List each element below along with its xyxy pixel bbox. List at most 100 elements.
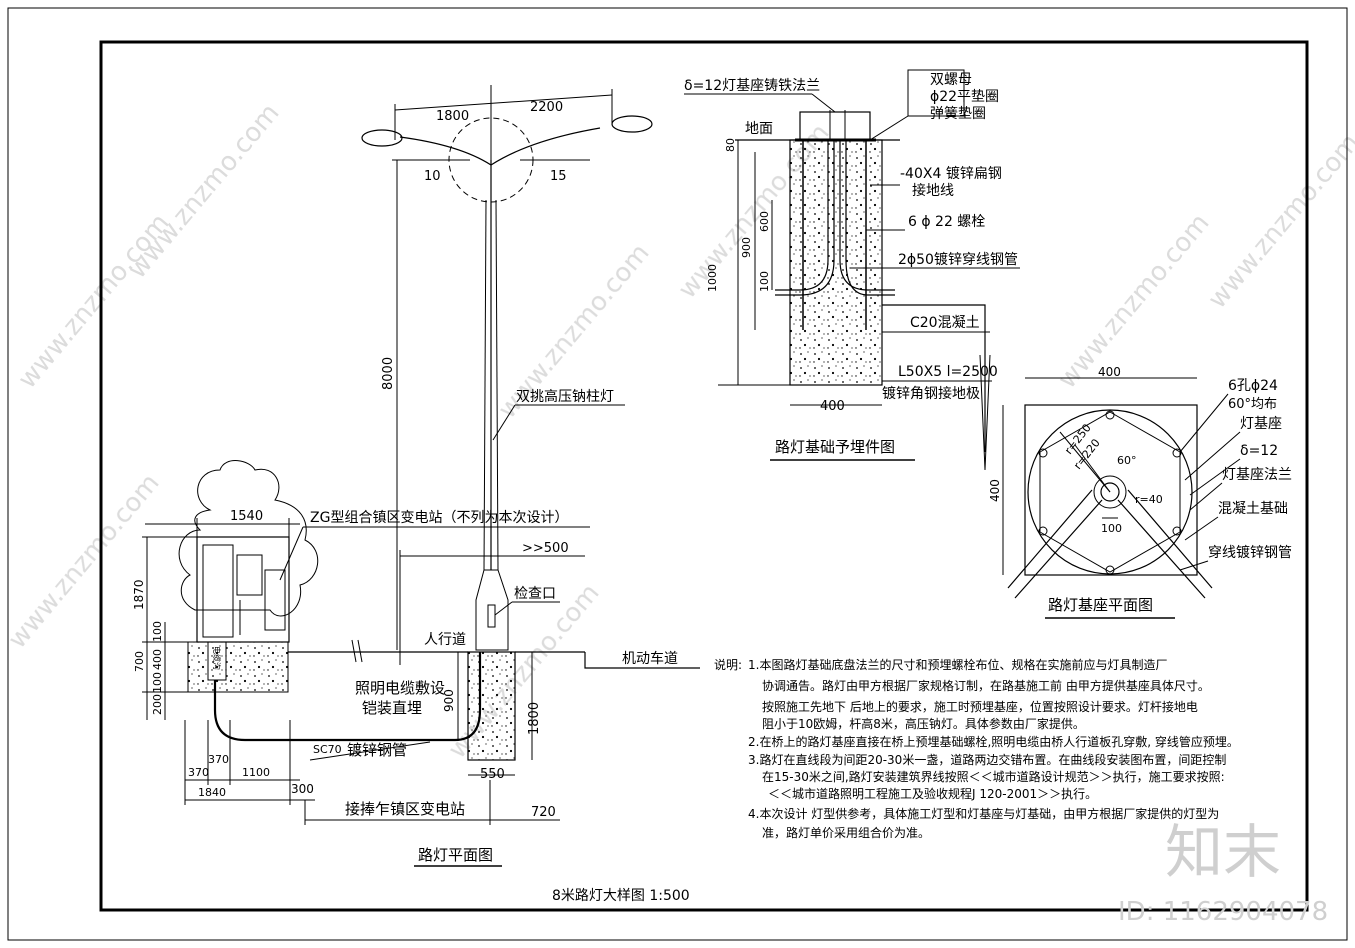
dim-400: 400: [820, 399, 845, 414]
left-dim-200: 200: [151, 694, 164, 715]
pipe-plan-label: 穿线镀锌钢管: [1208, 544, 1292, 561]
cable-label-2: 铠装直埋: [362, 699, 422, 717]
bolts-label: 6 ϕ 22 螺栓: [908, 214, 985, 230]
left-dim-700: 700: [133, 651, 146, 672]
note-line-2: 协调通告。路灯由甲方根据厂家规格订制，在路基施工前 由甲方提供基座具体尺寸。: [762, 678, 1210, 693]
lamp-base-label: 灯基座: [1240, 415, 1282, 432]
base-height: 400: [988, 479, 1002, 502]
note-line-4: 阻小于10欧姆，杆高8米，高压钠灯。具体参数由厂家提供。: [762, 716, 1085, 731]
note-line-1: 1.本图路灯基础底盘法兰的尺寸和预埋螺栓布位、规格在实施前应与灯具制造厂: [748, 657, 1167, 672]
note-line-5: 2.在桥上的路灯基座直接在桥上预埋基础螺栓,照明电缆由桥人行道板孔穿敷, 穿线管…: [748, 734, 1239, 749]
bottom-dim-1100: 1100: [242, 766, 270, 779]
angle-60: 60°: [1117, 454, 1137, 467]
dim-100-plan: 100: [1101, 522, 1122, 535]
concrete-label: C20混凝土: [910, 315, 980, 331]
pole-elevation: 1800 2200 10 15 8000 双挑高压钠柱灯 1540 ZG型组合镇…: [132, 85, 700, 867]
bottom-dim-720: 720: [531, 805, 556, 820]
base-plan-title: 路灯基座平面图: [1048, 596, 1153, 614]
dim-left-arm: 1800: [436, 109, 469, 124]
nut-3: 弹簧垫圈: [930, 106, 986, 122]
holes-label-1: 6孔ϕ24: [1228, 378, 1278, 394]
flat-steel-label: -40X4 镀锌扁钢: [900, 165, 1002, 182]
pipe-label: 2ϕ50镀锌穿线钢管: [898, 251, 1018, 268]
base-plan: 400 400 r=250 r=220 60° r=40 100 6孔ϕ24 6…: [988, 365, 1292, 619]
motor-lane-label: 机动车道: [622, 650, 678, 667]
ground-wire-label: 接地线: [912, 182, 954, 199]
cable-route: [213, 652, 482, 742]
foundation-section-title: 路灯基础予埋件图: [775, 438, 895, 456]
watermark-site: www.znzmo.com: [122, 98, 285, 284]
watermark-site: www.znzmo.com: [1052, 208, 1215, 394]
dim-900: 900: [740, 237, 753, 258]
flange-label: δ=12灯基座铸铁法兰: [684, 77, 820, 94]
angle-steel-label: L50X5 l=2500: [898, 364, 998, 380]
substation-foundation: [187, 641, 289, 693]
delta-label: δ=12: [1240, 443, 1278, 459]
holes-label-2: 60°均布: [1228, 397, 1277, 412]
pole-foundation: [467, 651, 516, 761]
cable-trench: [207, 641, 227, 681]
brand-watermark: 知末: [1165, 818, 1281, 886]
dim-100: 100: [758, 271, 771, 292]
dim-1000: 1000: [706, 264, 719, 292]
pole-height: 8000: [381, 357, 396, 390]
conduit-pipe: [775, 140, 829, 291]
note-line-9: 4.本次设计 灯型供参考，具体施工灯型和灯基座与灯基础，由甲方根据厂家提供的灯型…: [748, 806, 1219, 821]
nut-1: 双螺母: [930, 72, 972, 88]
substation-width: 1540: [230, 509, 263, 524]
depth-900: 900: [442, 689, 456, 712]
dim-600: 600: [758, 211, 771, 232]
lamp-label: 双挑高压钠柱灯: [516, 388, 614, 405]
cable-label-1: 照明电缆敷设: [355, 679, 445, 697]
r40: r=40: [1135, 493, 1163, 506]
clearance: >>500: [522, 541, 569, 556]
found-width: 550: [480, 767, 505, 782]
conduit-code: SC70: [313, 743, 342, 756]
note-line-6: 3.路灯在直线段为间距20-30米一盏，道路两边交错布置。在曲线段安装图布置，间…: [748, 752, 1226, 767]
base-width: 400: [1098, 365, 1121, 379]
left-dim-400: 400: [151, 649, 164, 670]
found-depth: 1800: [527, 702, 542, 735]
pole-elevation-title: 路灯平面图: [418, 846, 493, 864]
dim-right-arm: 2200: [530, 100, 563, 115]
watermark-site: www.znzmo.com: [1202, 128, 1355, 314]
tree-outline: [178, 460, 319, 617]
nut-2: ϕ22平垫圈: [930, 89, 999, 105]
connect-label: 接捧乍镇区变电站: [345, 800, 465, 818]
left-dim-100a: 100: [151, 621, 164, 642]
foundation-concrete: [789, 139, 883, 386]
substation-height: 1870: [132, 579, 146, 610]
substation-box: [196, 536, 290, 643]
sheet-border: [7, 7, 1348, 941]
drawing-frame: [99, 40, 1309, 912]
bottom-dim-1840: 1840: [198, 786, 226, 799]
concrete-plan-label: 混凝土基础: [1218, 500, 1288, 517]
watermark-site: www.znzmo.com: [2, 468, 165, 654]
inspection-port: [487, 604, 496, 628]
angle-right: 15: [550, 169, 567, 184]
electrode-label: 镀锌角钢接地极: [882, 385, 980, 402]
note-line-3: 按照施工先地下 后地上的要求，施工时预埋基座，位置按照设计要求。灯杆接地电: [762, 699, 1198, 714]
drawing-title: 8米路灯大样图 1:500: [552, 888, 690, 904]
bottom-dim-300: 300: [291, 782, 314, 796]
bottom-dim-370a: 370: [188, 766, 209, 779]
cable-trench-label: 电缆沟: [212, 646, 222, 670]
foundation-section: δ=12灯基座铸铁法兰 双螺母 ϕ22平垫圈 弹簧垫圈 地面 -40X4 镀锌扁…: [684, 69, 1020, 471]
left-dim-100b: 100: [151, 672, 164, 693]
angle-left: 10: [424, 169, 441, 184]
notes-label: 说明:: [714, 657, 742, 672]
id-watermark: ID: 1162904078: [1118, 897, 1328, 927]
note-line-8: ＜＜城市道路照明工程施工及验收规程J 120-2001＞＞执行。: [768, 786, 1097, 801]
notes: 说明: 1.本图路灯基础底盘法兰的尺寸和预埋螺栓布位、规格在实施前应与灯具制造厂…: [714, 657, 1239, 840]
dim-80: 80: [724, 138, 737, 152]
inspection-port-label: 检查口: [514, 586, 556, 602]
sidewalk-label: 人行道: [424, 632, 466, 648]
conduit-label: 镀锌钢管: [347, 741, 407, 759]
flange-plan-label: 灯基座法兰: [1222, 466, 1292, 483]
substation-label: ZG型组合镇区变电站（不列为本次设计）: [310, 510, 568, 526]
ground-label: 地面: [745, 121, 773, 137]
note-line-10: 准，路灯单价采用组合价为准。: [762, 825, 930, 840]
note-line-7: 在15-30米之间,路灯安装建筑界线按照＜＜城市道路设计规范＞＞执行，施工要求按…: [762, 769, 1225, 784]
bottom-dim-370b: 370: [208, 753, 229, 766]
